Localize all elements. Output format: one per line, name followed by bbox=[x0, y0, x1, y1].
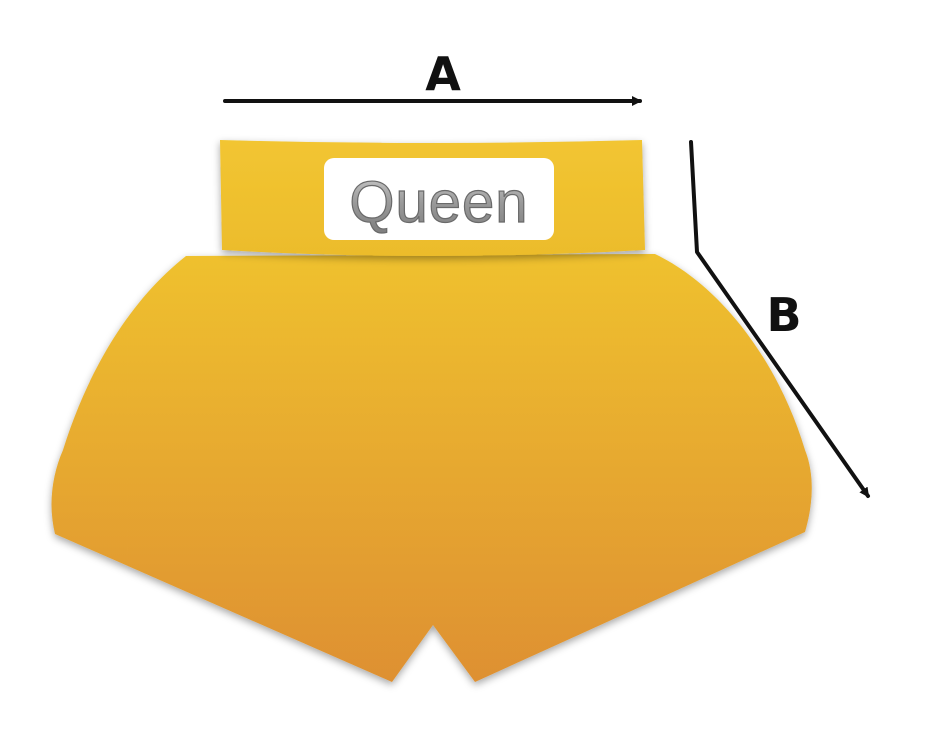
brand-text: Queen bbox=[349, 170, 528, 235]
dimension-a-label: A bbox=[425, 47, 461, 101]
dimension-b-label: B bbox=[766, 288, 801, 342]
shorts-body bbox=[51, 254, 812, 682]
brand-label-box bbox=[324, 158, 554, 240]
dimension-b-arrow bbox=[689, 140, 870, 498]
